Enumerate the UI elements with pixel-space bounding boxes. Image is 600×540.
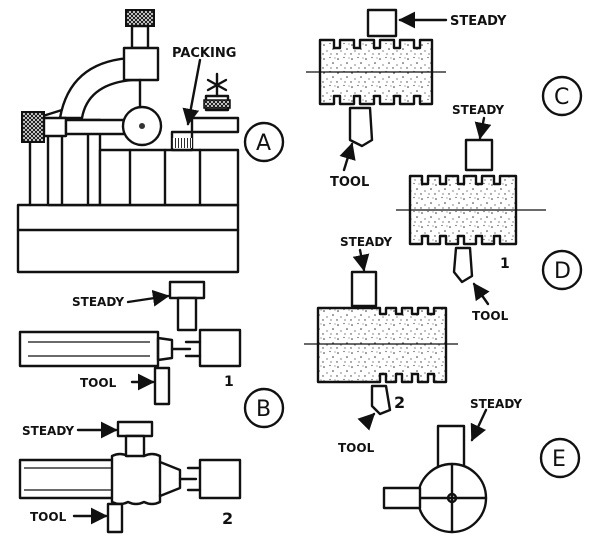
steady-label-b1: STEADY (72, 295, 124, 309)
tool-label-d1: TOOL (472, 309, 509, 323)
steady-label-d2: STEADY (340, 235, 392, 249)
tool-label-b1: TOOL (80, 376, 117, 390)
panel-b-long-work: STEADY TOOL 1 B STEADY TOOL 2 (18, 280, 285, 534)
panel-label-b: B (256, 397, 271, 422)
packing-label: PACKING (172, 46, 236, 61)
panel-label-a: A (256, 131, 271, 156)
panel-label-d: D (554, 259, 571, 284)
tool-label-b2: TOOL (30, 510, 67, 524)
panel-label-e: E (552, 447, 566, 472)
tool-label-d2: TOOL (338, 441, 375, 455)
steady-label-d1: STEADY (452, 103, 504, 117)
panel-e-cross-section: STEADY E (382, 397, 581, 534)
panel-a-steady-fixture: PACKING A (16, 9, 285, 274)
num-label-b1: 1 (224, 374, 234, 390)
panel-d-roll-two-positions: STEADY 1 TOOL D STEADY 2 TOOL (304, 103, 583, 455)
tool-label-c: TOOL (330, 175, 369, 190)
panel-c-grooved-roll: STEADY TOOL C (306, 8, 583, 190)
num-label-b2: 2 (222, 509, 233, 528)
steady-label-e: STEADY (470, 397, 522, 411)
num-label-d1: 1 (500, 256, 510, 272)
num-label-d2: 2 (394, 393, 405, 412)
steady-label-b2: STEADY (22, 424, 74, 438)
panel-label-c: C (554, 85, 569, 110)
steady-label-c: STEADY (450, 14, 507, 29)
